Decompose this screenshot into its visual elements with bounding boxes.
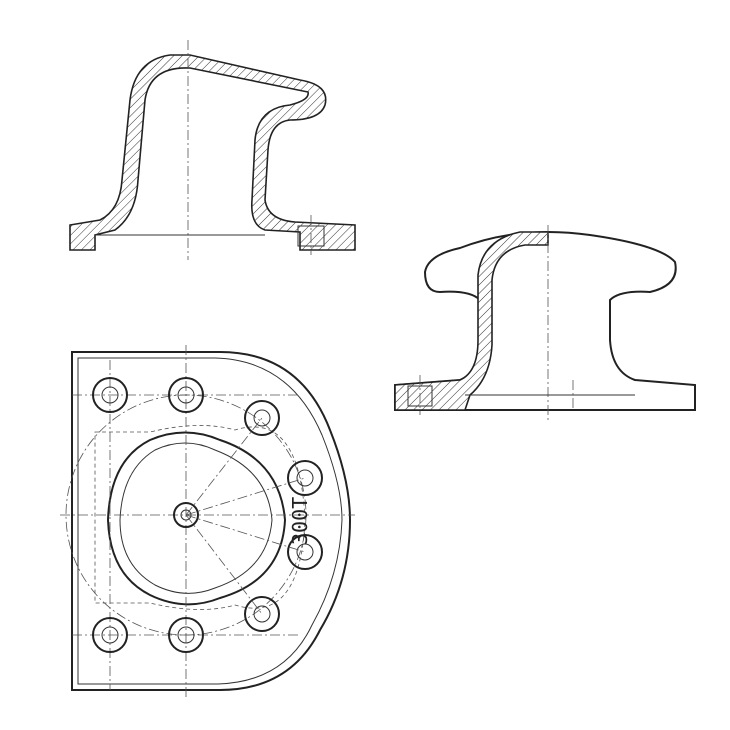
side-section-view (69, 40, 356, 260)
plan-view: 300T (60, 345, 355, 700)
front-section-view (394, 225, 696, 420)
bolt-holes (92, 377, 323, 653)
plan-label: 300T (288, 497, 312, 545)
